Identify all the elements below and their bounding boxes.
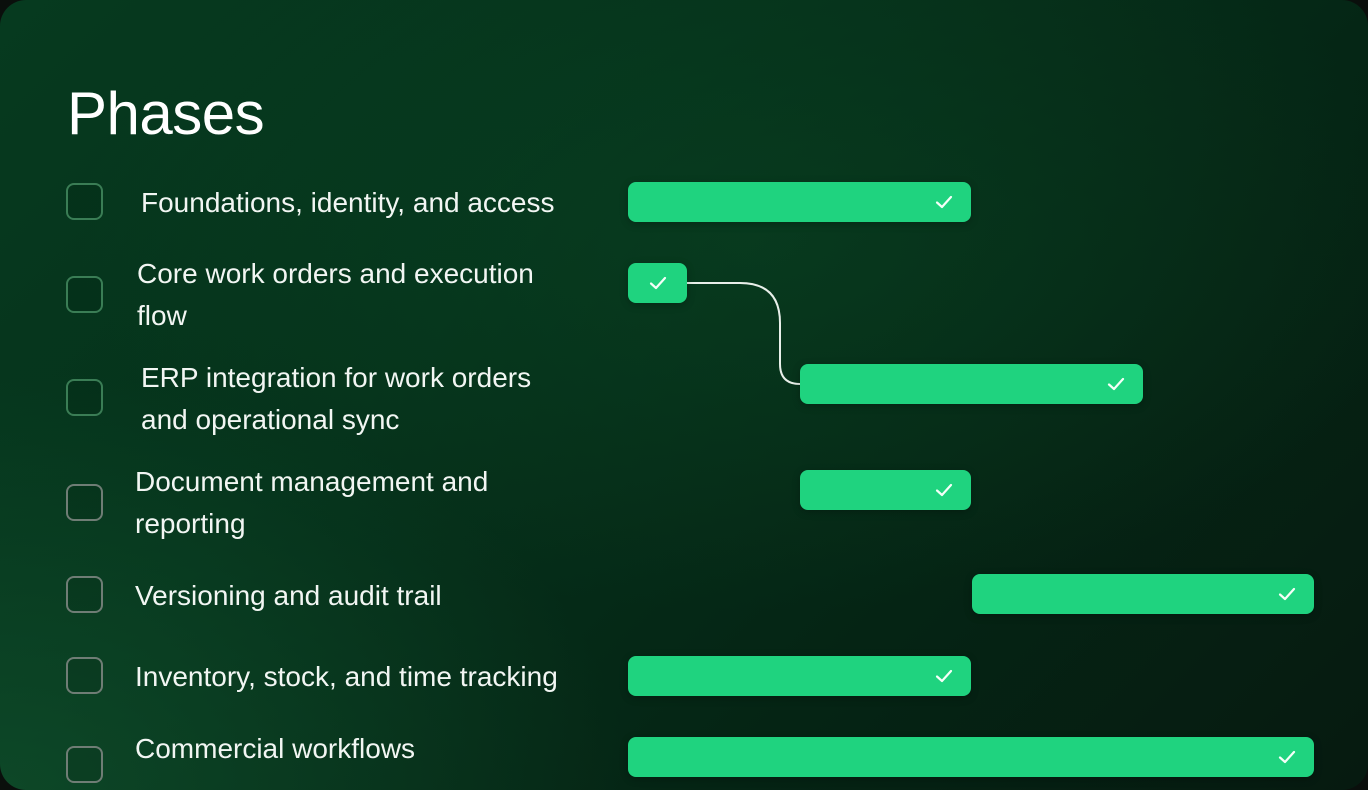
phase-bar[interactable] bbox=[800, 364, 1143, 404]
phase-label: Versioning and audit trail bbox=[135, 580, 442, 611]
phase-label-line-2: flow bbox=[137, 300, 187, 331]
checkbox-icon[interactable] bbox=[66, 183, 103, 220]
phase-bar[interactable] bbox=[628, 182, 971, 222]
phase-label: Commercial workflows bbox=[135, 733, 416, 764]
checkmark-icon bbox=[1107, 377, 1125, 391]
phase-label-line-1: Core work orders and execution bbox=[137, 258, 534, 289]
phase-label-line-1: ERP integration for work orders bbox=[141, 362, 532, 393]
checkbox-icon[interactable] bbox=[66, 276, 103, 313]
phase-bar[interactable] bbox=[972, 574, 1314, 614]
checkmark-icon bbox=[935, 483, 953, 497]
checkbox-icon[interactable] bbox=[66, 576, 103, 613]
phase-label: Inventory, stock, and time tracking bbox=[135, 661, 558, 692]
checkbox-icon[interactable] bbox=[66, 657, 103, 694]
phase-label-line-2: reporting bbox=[135, 508, 246, 539]
checkmark-icon bbox=[1278, 750, 1296, 764]
checkbox-icon[interactable] bbox=[66, 484, 103, 521]
checkmark-icon bbox=[935, 195, 953, 209]
checkmark-icon bbox=[935, 669, 953, 683]
phase-label: Foundations, identity, and access bbox=[141, 187, 555, 218]
phase-label-line-1: Document management and bbox=[135, 466, 489, 497]
checkmark-icon bbox=[1278, 587, 1296, 601]
checkbox-icon[interactable] bbox=[66, 746, 103, 783]
checkmark-icon bbox=[649, 276, 667, 290]
phase-label-line-2: and operational sync bbox=[141, 404, 400, 435]
phase-bar[interactable] bbox=[628, 737, 1314, 777]
phase-bar[interactable] bbox=[628, 263, 687, 303]
phase-bar[interactable] bbox=[628, 656, 971, 696]
phase-bar[interactable] bbox=[800, 470, 971, 510]
checkbox-icon[interactable] bbox=[66, 379, 103, 416]
page-title: Phases bbox=[67, 80, 265, 147]
